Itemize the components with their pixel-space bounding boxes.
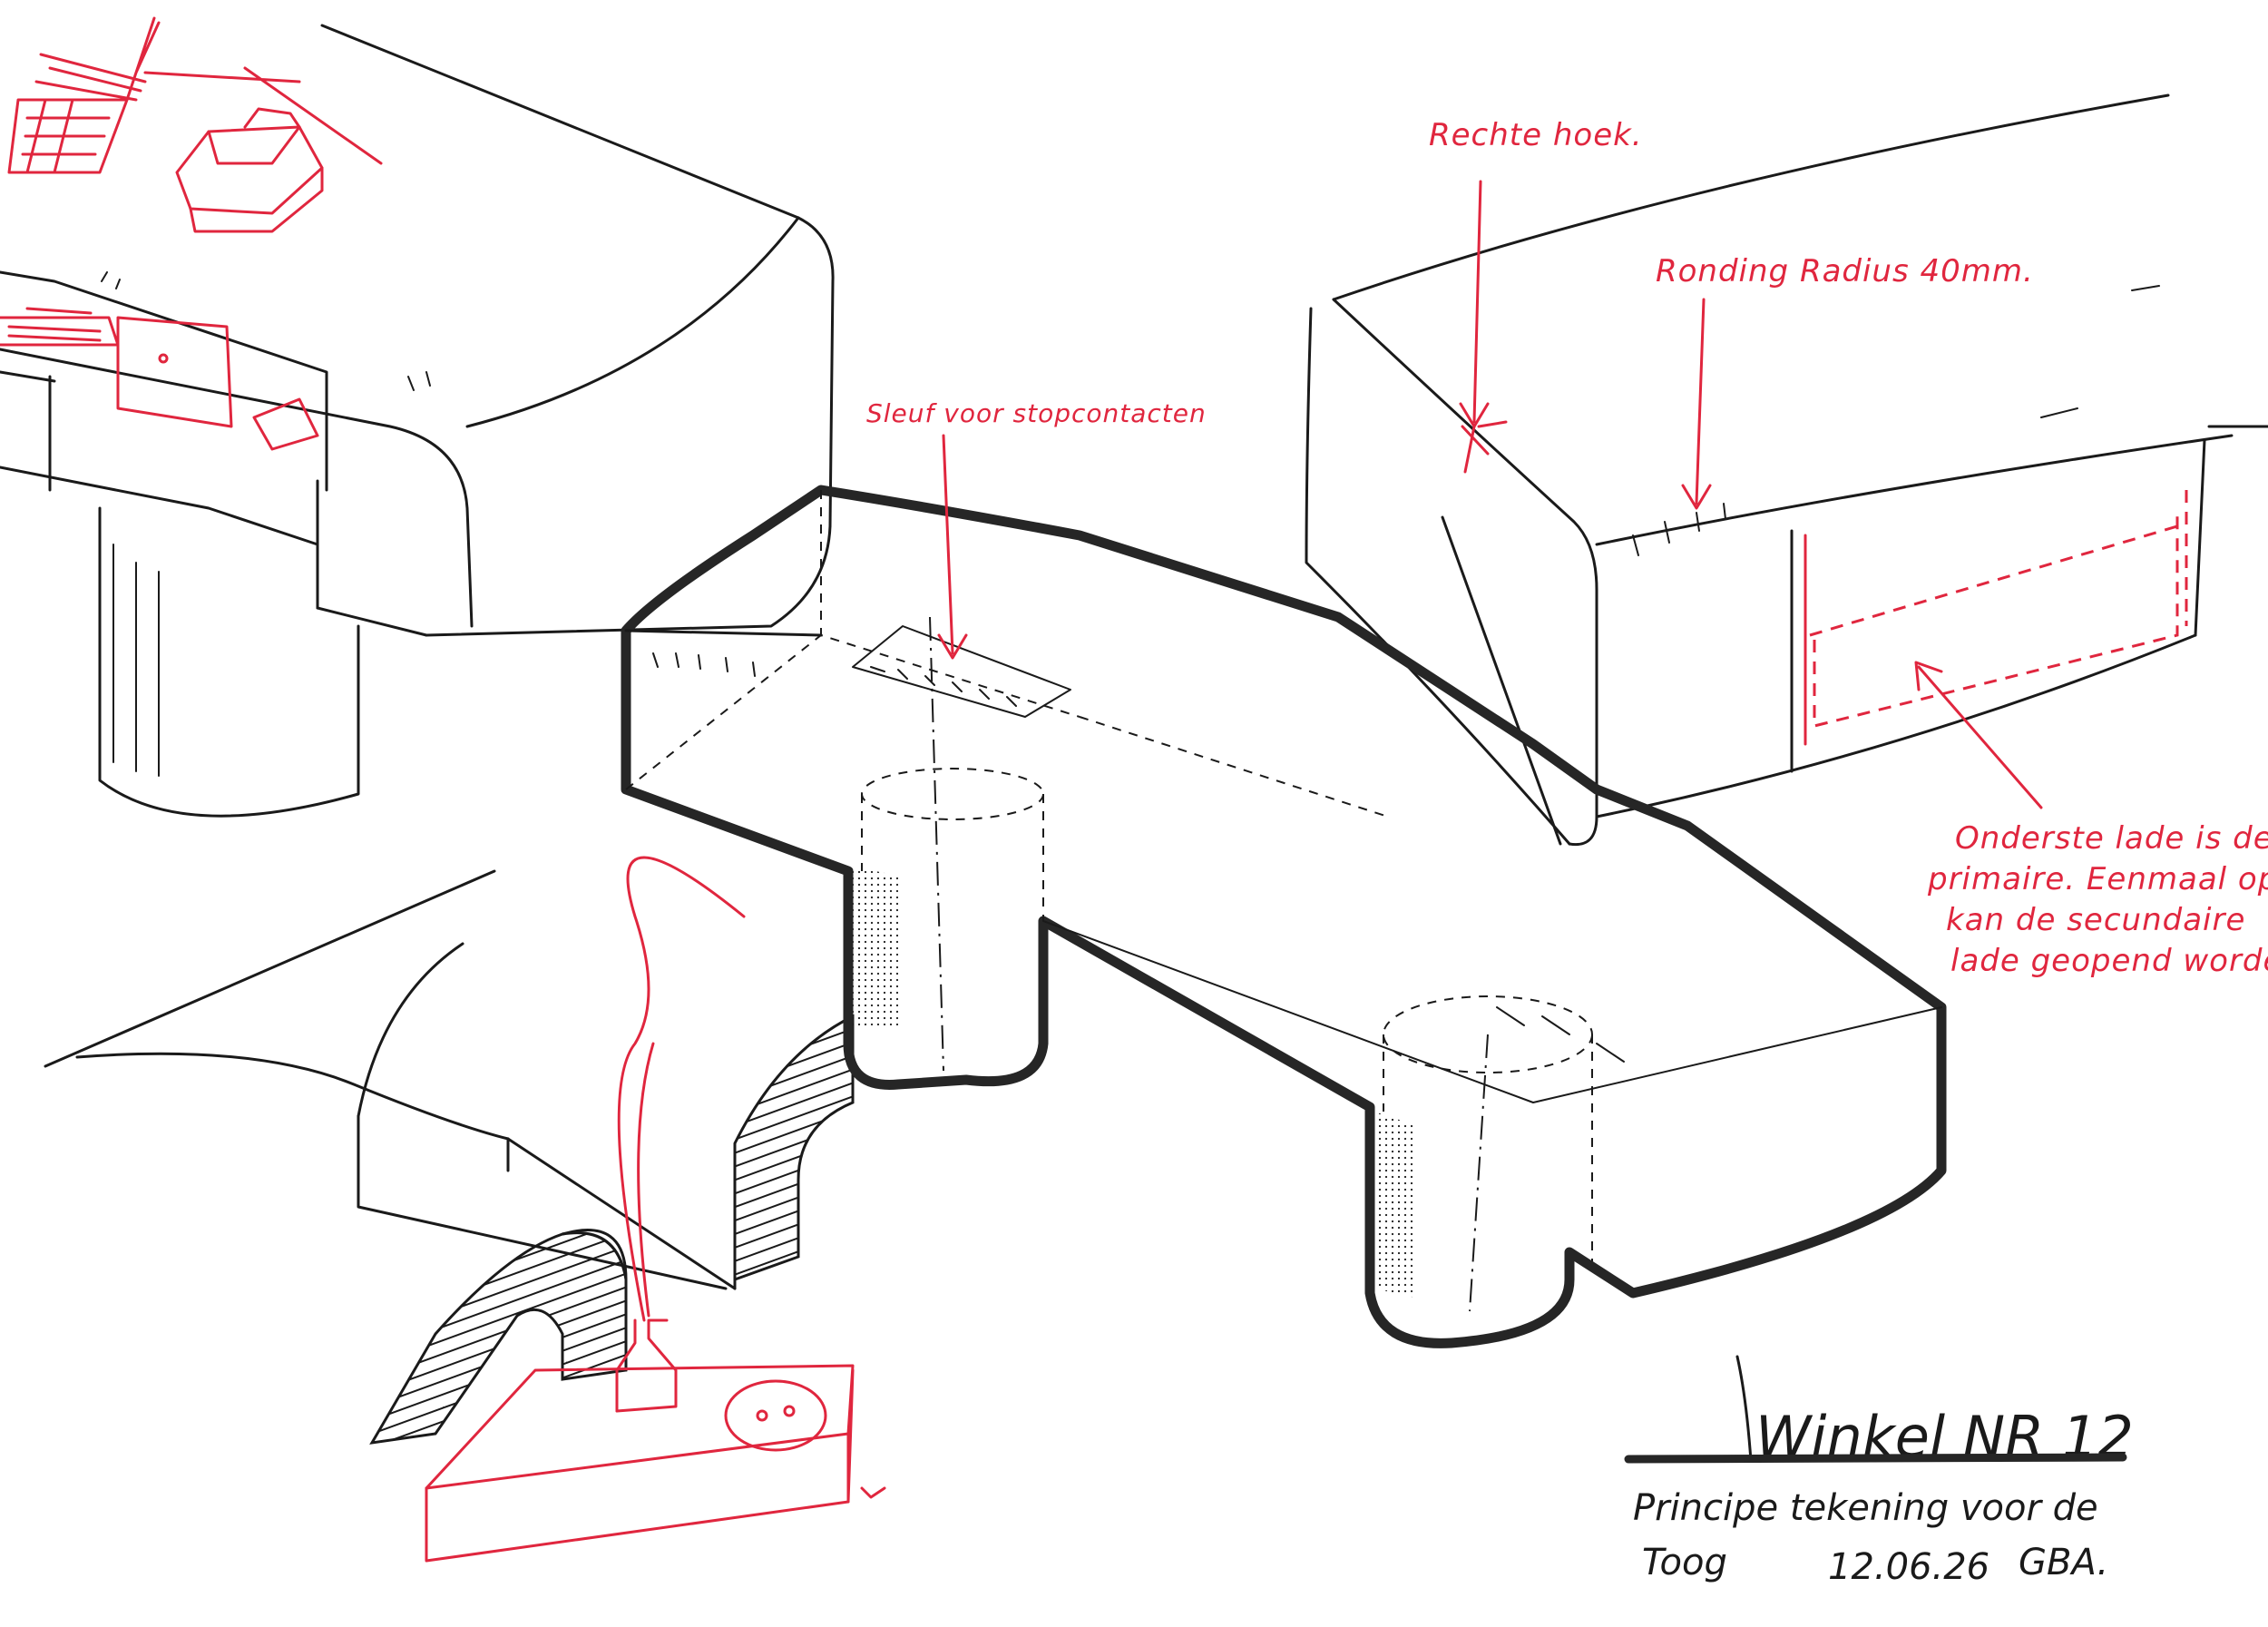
note-lade-line3: kan de secundaire	[1946, 902, 2245, 938]
drawing-subject: Toog	[1642, 1542, 1727, 1583]
note-lade-line1: Onderste lade is de	[1955, 820, 2268, 857]
drawing-initials: GBA.	[2019, 1542, 2108, 1583]
central-counter-outline	[621, 485, 1947, 1348]
drawing-date: 12.06.26	[1828, 1546, 1989, 1588]
note-sleuf: Sleuf voor stopcontacten	[866, 398, 1207, 428]
arrow-lade	[1914, 661, 2043, 809]
arrow-sleuf	[937, 434, 968, 660]
note-rechte-hoek: Rechte hoek.	[1429, 117, 1643, 153]
laptop-sketch	[7, 16, 161, 174]
cash-register-sketch	[143, 66, 383, 233]
power-strip-sketch	[425, 856, 886, 1563]
counter-block-bottom-left	[44, 869, 855, 1445]
arrow-rechte-hoek	[1459, 180, 1508, 474]
title-underline	[1624, 1453, 2127, 1464]
drawer-props-sketch	[0, 307, 319, 451]
note-ronding: Ronding Radius 40mm.	[1656, 253, 2034, 289]
note-lade-line2: primaire. Eenmaal open	[1927, 861, 2268, 897]
drawing-subtitle: Principe tekening voor de	[1633, 1487, 2098, 1529]
title-block: Winkel NR 12 Principe tekening voor de T…	[1624, 1355, 2134, 1588]
counter-block-top-right	[1305, 93, 2268, 847]
arrow-ronding	[1681, 298, 1712, 510]
central-counter-details	[624, 490, 1942, 1312]
note-lade-line4: lade geopend worden.	[1950, 943, 2268, 979]
counter-block-top-left	[0, 24, 835, 818]
